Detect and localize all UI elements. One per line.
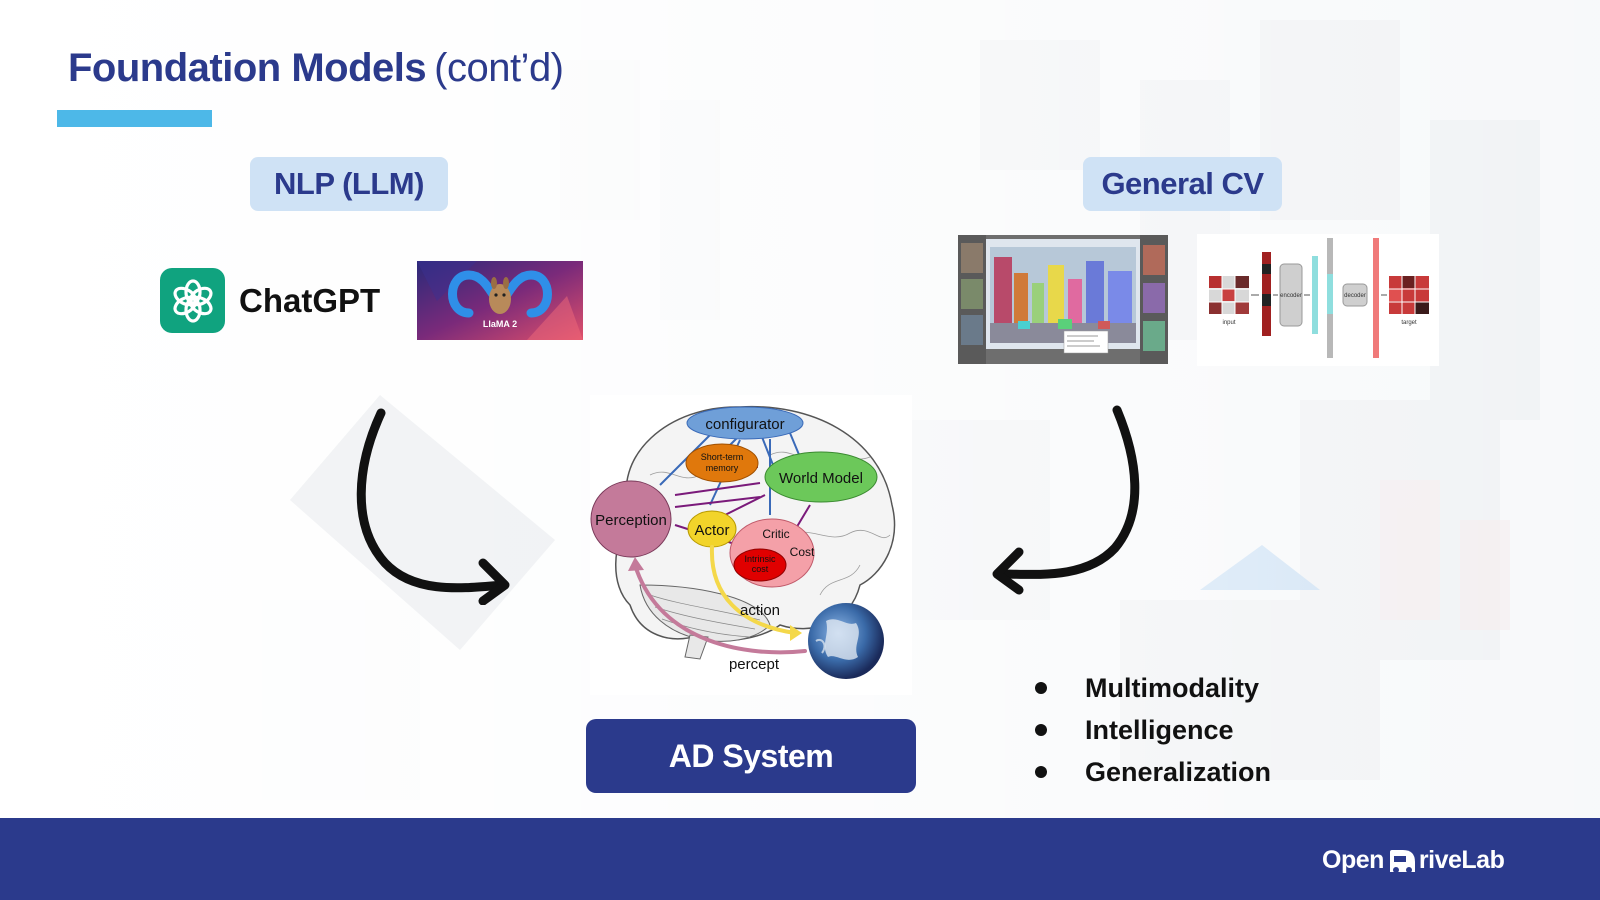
short-term-memory-node-line1: Short-term <box>701 452 744 462</box>
list-item: Intelligence <box>1033 709 1271 751</box>
slide-title: Foundation Models(cont’d) <box>68 46 564 91</box>
ad-system-box: AD System <box>586 719 916 793</box>
title-bold: Foundation Models <box>68 46 427 90</box>
decoder-label: decoder <box>1344 293 1366 299</box>
bullet-text: Intelligence <box>1085 714 1234 745</box>
encoder-decoder-figure: input encoder decoder target <box>1197 234 1439 366</box>
world-model-node: World Model <box>779 470 863 487</box>
chatgpt-name: ChatGPT <box>239 281 381 319</box>
llama-caption: LlaMA 2 <box>482 319 518 329</box>
bullet-text: Multimodality <box>1085 672 1259 703</box>
general-cv-tag: General CV <box>1083 157 1282 211</box>
bullet-text: Generalization <box>1085 756 1272 787</box>
logo-text-part1: Open <box>1322 846 1384 874</box>
bullet-icon <box>1035 766 1047 778</box>
logo-text-part2: riveLab <box>1418 846 1505 874</box>
title-light: (cont’d) <box>434 46 564 90</box>
left-curved-arrow <box>356 408 510 605</box>
chatgpt-logo: ChatGPT <box>160 268 380 333</box>
right-curved-arrow <box>992 405 1140 595</box>
actor-node: Actor <box>694 522 729 539</box>
earth-icon <box>808 603 884 679</box>
list-item: Multimodality <box>1033 667 1271 709</box>
car-d-icon <box>1389 849 1415 873</box>
property-list: Multimodality Intelligence Generalizatio… <box>1033 667 1271 793</box>
openai-icon <box>160 268 225 333</box>
nlp-tag: NLP (LLM) <box>250 157 448 211</box>
opendrivelab-logo: Open riveLab <box>1322 846 1505 875</box>
intrinsic-cost-node-line1: Intrinsic <box>744 554 776 564</box>
short-term-memory-node-line2: memory <box>706 463 739 473</box>
footer-bar <box>0 818 1600 900</box>
percept-label: percept <box>729 656 780 673</box>
list-item: Generalization <box>1033 751 1271 793</box>
critic-node: Critic <box>762 527 789 541</box>
bullet-icon <box>1035 724 1047 736</box>
input-grid <box>1209 276 1249 314</box>
encoder-label: encoder <box>1280 293 1302 299</box>
target-grid <box>1389 276 1429 314</box>
segmentation-figure <box>958 235 1168 364</box>
cost-node: Cost <box>790 545 815 559</box>
intrinsic-cost-node-line2: cost <box>752 564 769 574</box>
configurator-node: configurator <box>705 416 784 433</box>
input-label: input <box>1222 320 1235 326</box>
action-label: action <box>740 602 780 619</box>
target-label: target <box>1401 320 1417 326</box>
brain-architecture-diagram: configurator Short-term memory World Mod… <box>590 395 912 695</box>
bullet-icon <box>1035 682 1047 694</box>
perception-node: Perception <box>595 512 667 529</box>
llama2-logo: LlaMA 2 <box>417 261 583 340</box>
title-accent-bar <box>57 110 212 127</box>
